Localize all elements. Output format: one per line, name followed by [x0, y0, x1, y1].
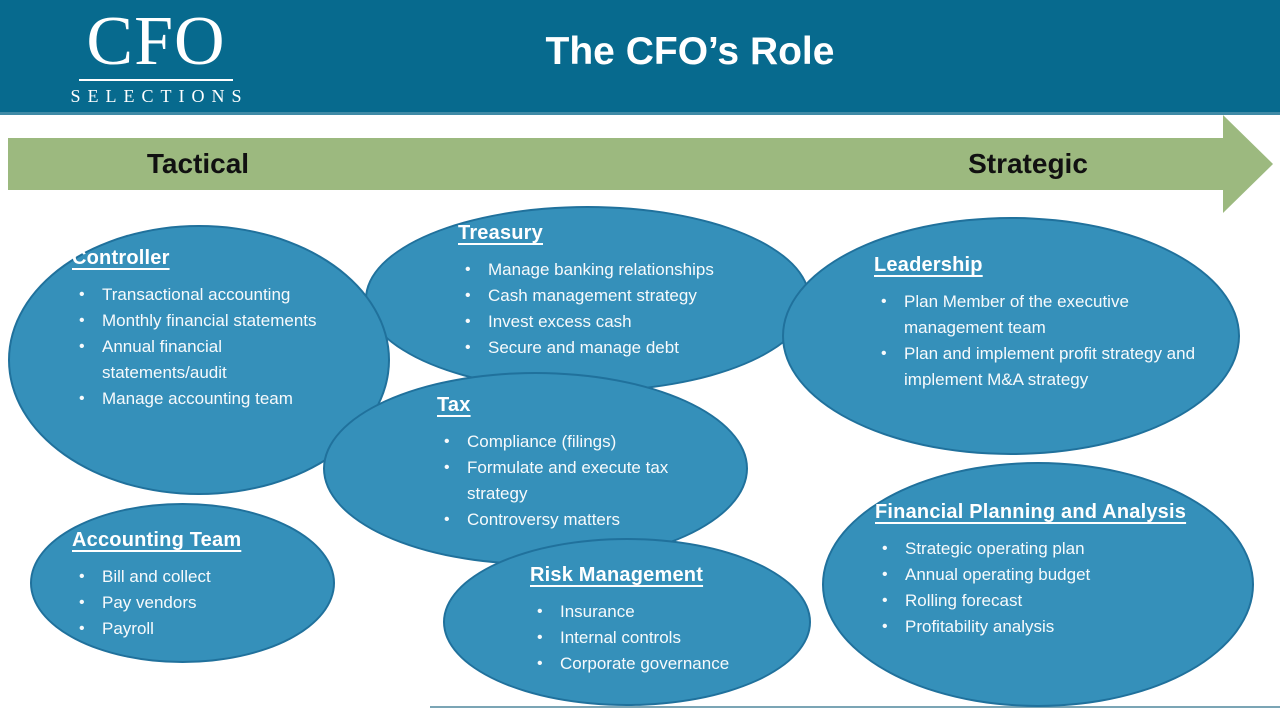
bullet-item: Internal controls [530, 625, 795, 651]
bubble-financial-planning-analysis: Financial Planning and Analysis Strategi… [822, 462, 1254, 707]
bubble-title-fpa: Financial Planning and Analysis [875, 501, 1187, 523]
bullet-item: Manage accounting team [72, 386, 317, 412]
bullet-item: Bill and collect [72, 564, 322, 590]
bubble-accounting-team: Accounting Team Bill and collect Pay ven… [30, 503, 335, 663]
logo-text-cfo: CFO [86, 3, 226, 80]
bottom-divider [430, 706, 1280, 708]
leadership-bullet-list: Plan Member of the executive management … [874, 289, 1206, 393]
bullet-item: Formulate and execute tax strategy [437, 455, 709, 507]
bubble-title-accounting-team: Accounting Team [72, 529, 242, 551]
cfo-selections-logo: CFO SELECTIONS [50, 3, 262, 107]
page-title: The CFO’s Role [545, 30, 835, 73]
label-tactical: Tactical [146, 148, 250, 179]
bullet-item: Insurance [530, 599, 795, 625]
bullet-item: Plan Member of the executive management … [874, 289, 1206, 341]
bullet-item: Payroll [72, 616, 322, 642]
bullet-item: Monthly financial statements [72, 308, 317, 334]
bubble-title-leadership: Leadership [874, 254, 983, 276]
bullet-item: Strategic operating plan [875, 536, 1220, 562]
bullet-item: Profitability analysis [875, 614, 1220, 640]
bullet-item: Rolling forecast [875, 588, 1220, 614]
bullet-item: Annual financial statements/audit [72, 334, 317, 386]
bubble-treasury: Treasury Manage banking relationships Ca… [365, 206, 810, 392]
tactical-strategic-arrow: Tactical Strategic [8, 138, 1223, 190]
bubble-title-risk-management: Risk Management [530, 564, 704, 586]
bullet-item: Cash management strategy [458, 283, 753, 309]
bullet-item: Transactional accounting [72, 282, 317, 308]
arrow-head-icon [1223, 115, 1273, 213]
tax-bullet-list: Compliance (filings) Formulate and execu… [437, 429, 709, 533]
bullet-item: Manage banking relationships [458, 257, 753, 283]
logo-divider [79, 79, 233, 81]
bubble-tax: Tax Compliance (filings) Formulate and e… [323, 372, 748, 565]
bubble-risk-management: Risk Management Insurance Internal contr… [443, 538, 811, 706]
bubble-title-tax: Tax [437, 394, 471, 416]
accounting-team-bullet-list: Bill and collect Pay vendors Payroll [72, 564, 322, 642]
bullet-item: Pay vendors [72, 590, 322, 616]
fpa-bullet-list: Strategic operating plan Annual operatin… [875, 536, 1220, 640]
bullet-item: Secure and manage debt [458, 335, 753, 361]
bubble-title-treasury: Treasury [458, 222, 543, 244]
label-strategic: Strategic [968, 148, 1088, 179]
logo-text-selections: SELECTIONS [70, 86, 249, 106]
risk-management-bullet-list: Insurance Internal controls Corporate go… [530, 599, 795, 677]
bullet-item: Compliance (filings) [437, 429, 709, 455]
bullet-item: Plan and implement profit strategy and i… [874, 341, 1206, 393]
bubble-title-controller: Controller [72, 247, 170, 269]
bubble-leadership: Leadership Plan Member of the executive … [782, 217, 1240, 455]
bullet-item: Corporate governance [530, 651, 795, 677]
bullet-item: Controversy matters [437, 507, 709, 533]
bullet-item: Invest excess cash [458, 309, 753, 335]
header-bar: CFO SELECTIONS The CFO’s Role [0, 0, 1280, 115]
bullet-item: Annual operating budget [875, 562, 1220, 588]
controller-bullet-list: Transactional accounting Monthly financi… [72, 282, 317, 412]
treasury-bullet-list: Manage banking relationships Cash manage… [458, 257, 753, 361]
